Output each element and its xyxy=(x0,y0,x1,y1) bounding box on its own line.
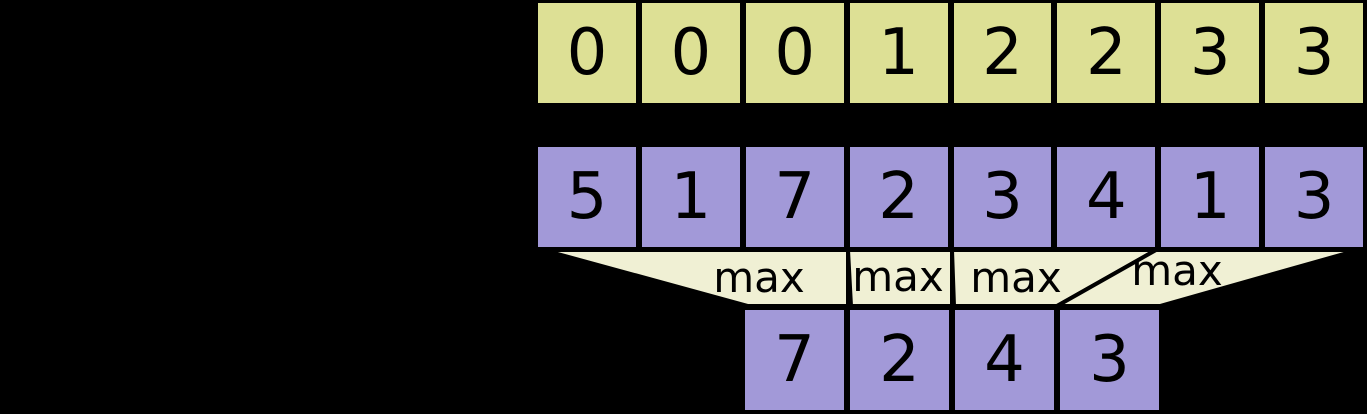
input-cell: 3 xyxy=(1265,147,1363,247)
index-cell: 3 xyxy=(1265,3,1363,103)
input-cell: 4 xyxy=(1057,147,1156,247)
max-operator-label: max xyxy=(713,253,805,302)
input-row: 5 1 7 2 3 4 1 3 xyxy=(538,147,1363,247)
index-cell: 2 xyxy=(953,3,1052,103)
index-row: 0 0 0 1 2 2 3 3 xyxy=(538,3,1363,103)
output-cell: 7 xyxy=(745,310,844,410)
output-row: 7 2 4 3 xyxy=(745,310,1159,410)
index-cell: 0 xyxy=(538,3,636,103)
output-cell: 3 xyxy=(1060,310,1159,410)
index-cell: 0 xyxy=(641,3,740,103)
max-operator-label: max xyxy=(852,252,944,301)
input-cell: 3 xyxy=(953,147,1052,247)
input-cell: 5 xyxy=(538,147,636,247)
input-cell: 2 xyxy=(849,147,948,247)
index-cell: 0 xyxy=(745,3,844,103)
max-operator-label: max xyxy=(1131,246,1223,295)
input-cell: 1 xyxy=(641,147,740,247)
index-cell: 3 xyxy=(1161,3,1260,103)
output-cell: 2 xyxy=(850,310,949,410)
input-cell: 7 xyxy=(745,147,844,247)
index-cell: 1 xyxy=(849,3,948,103)
input-cell: 1 xyxy=(1161,147,1260,247)
index-cell: 2 xyxy=(1057,3,1156,103)
max-operator-label: max xyxy=(970,253,1062,302)
output-cell: 4 xyxy=(955,310,1054,410)
